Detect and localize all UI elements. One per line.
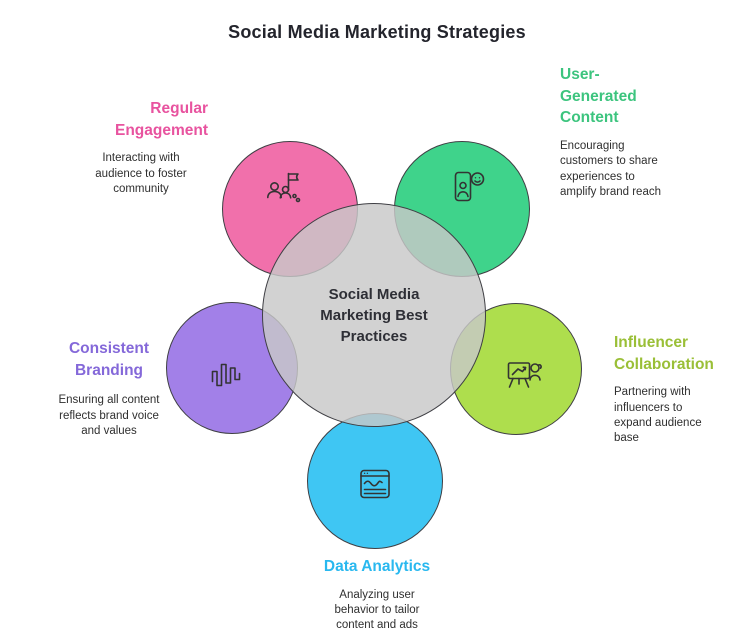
node-regular-engagement: Regular Engagement Interacting with audi… [74, 98, 208, 197]
node-label: Data Analytics [323, 558, 431, 575]
center-circle [262, 203, 486, 427]
node-label: Regular Engagement [114, 100, 208, 139]
node-description: Ensuring all content reflects brand voic… [58, 394, 160, 437]
node-label: User-Generated Content [560, 66, 637, 127]
node-user-generated-content: User-Generated Content Encouraging custo… [560, 64, 710, 200]
easel-chart-icon [501, 353, 547, 399]
waveform-icon [204, 352, 250, 398]
phone-smiley-icon [445, 166, 491, 212]
analytics-dashboard-icon [352, 462, 398, 508]
page-title: Social Media Marketing Strategies [228, 22, 526, 42]
node-consistent-branding: Consistent Branding Ensuring all content… [41, 338, 177, 439]
center-label: Social Media Marketing Best Practices [320, 286, 428, 345]
node-description: Interacting with audience to foster comm… [95, 152, 187, 195]
circle-data-analytics [307, 413, 443, 549]
node-label: Consistent Branding [68, 340, 150, 379]
node-description: Encouraging customers to share experienc… [560, 140, 661, 198]
node-label: Influencer Collaboration [614, 334, 714, 373]
node-description: Partnering with influencers to expand au… [614, 386, 702, 445]
node-influencer-collaboration: Influencer Collaboration Partnering with… [614, 332, 742, 447]
people-flag-icon [261, 166, 307, 212]
node-data-analytics: Data Analytics Analyzing user behavior t… [299, 556, 455, 634]
node-description: Analyzing user behavior to tailor conten… [334, 588, 420, 632]
